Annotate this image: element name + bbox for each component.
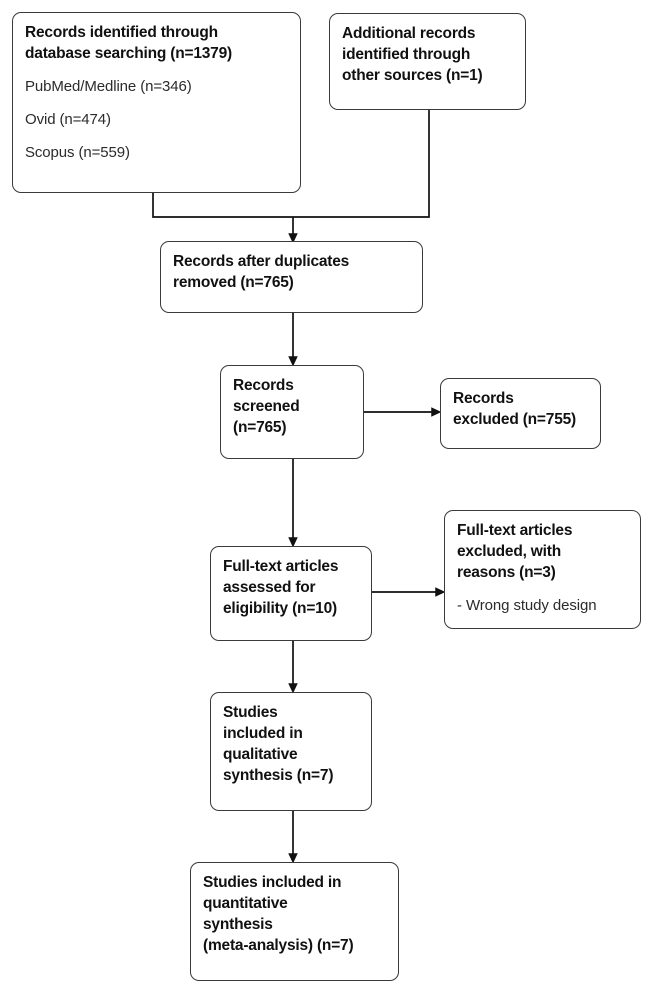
node-quantitative-line-1: Studies included in [203,874,342,891]
node-screened-line-3: (n=765) [233,419,287,436]
node-fulltext-excl-line-2: excluded, with [457,543,561,560]
node-fulltext-excl-line-1: Full-text articles [457,522,573,539]
node-qualitative-line-1: Studies [223,704,278,721]
node-screened-line-1: Records [233,377,294,394]
node-fulltext-line-3: eligibility (n=10) [223,600,337,617]
node-quantitative-line-2: quantitative [203,895,288,912]
node-fulltext-line-2: assessed for [223,579,316,596]
node-excluded-line-1: Records [453,390,514,407]
node-fulltext-articles-assessed: Full-text articles assessed for eligibil… [210,546,372,641]
node-other-sources-line-3: other sources (n=1) [342,67,483,84]
node-records-identified-database: Records identified through database sear… [12,12,301,193]
node-quantitative-line-4: (meta-analysis) (n=7) [203,937,354,954]
node-fulltext-articles-excluded: Full-text articles excluded, with reason… [444,510,641,629]
node-duplicates-line-2: removed (n=765) [173,274,294,291]
node-fulltext-excl-reason-1: - Wrong study design [457,597,597,614]
node-screened-line-2: screened [233,398,300,415]
node-database-heading-line-2: database searching (n=1379) [25,45,232,62]
node-quantitative-line-3: synthesis [203,916,273,933]
node-database-heading-line-1: Records identified through [25,24,218,41]
node-records-after-duplicates-removed: Records after duplicates removed (n=765) [160,241,423,313]
node-qualitative-line-3: qualitative [223,746,298,763]
node-fulltext-excl-line-3: reasons (n=3) [457,564,556,581]
node-other-sources-line-1: Additional records [342,25,476,42]
node-excluded-line-2: excluded (n=755) [453,411,577,428]
node-studies-quantitative-synthesis: Studies included in quantitative synthes… [190,862,399,981]
node-other-sources-line-2: identified through [342,46,471,63]
node-records-excluded: Records excluded (n=755) [440,378,601,449]
node-database-source-pubmed: PubMed/Medline (n=346) [25,78,192,95]
node-fulltext-line-1: Full-text articles [223,558,339,575]
connector-database-to-merge [152,193,293,218]
node-records-screened: Records screened (n=765) [220,365,364,459]
node-duplicates-line-1: Records after duplicates [173,253,350,270]
node-additional-records-other-sources: Additional records identified through ot… [329,13,526,110]
node-database-source-scopus: Scopus (n=559) [25,144,130,161]
node-qualitative-line-4: synthesis (n=7) [223,767,334,784]
node-database-source-ovid: Ovid (n=474) [25,111,111,128]
node-qualitative-line-2: included in [223,725,303,742]
connector-other-sources-to-merge [293,110,430,218]
node-studies-qualitative-synthesis: Studies included in qualitative synthesi… [210,692,372,811]
